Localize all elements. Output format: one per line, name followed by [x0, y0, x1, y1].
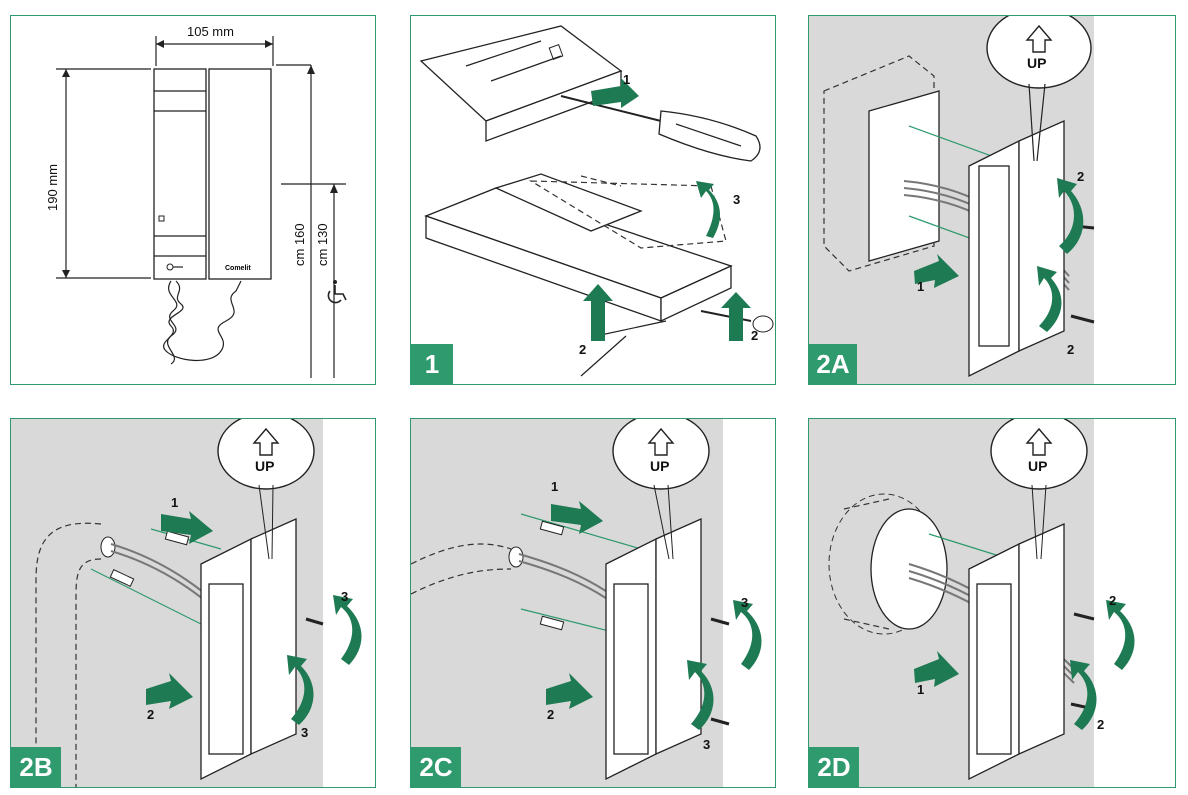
intercom-top-view: [419, 25, 623, 122]
brand-logo: Comelit: [225, 265, 251, 272]
panel-step-2a: UP 1 2 2 2A: [808, 15, 1176, 385]
step-arrow-1: [591, 78, 639, 108]
step-label: 2: [1097, 717, 1104, 732]
up-bubble: UP: [612, 419, 710, 560]
screw: [710, 717, 730, 726]
anchor: [109, 569, 135, 587]
step-2b-drawing: UP 1 2 3 3: [11, 419, 362, 787]
step-badge: 2C: [411, 747, 461, 787]
anchor: [164, 530, 190, 546]
step-label: 1: [551, 479, 558, 494]
wheelchair-icon: [327, 280, 347, 304]
up-arrow-icon: [1025, 24, 1053, 53]
step-label: 2: [1109, 593, 1116, 608]
up-label: UP: [255, 458, 274, 474]
step-label: 2: [547, 707, 554, 722]
up-label: UP: [1028, 458, 1047, 474]
step-arrow-2: [1106, 600, 1135, 670]
screw: [710, 617, 730, 626]
up-label: UP: [650, 458, 669, 474]
step-arrow-1: [914, 254, 959, 288]
step-arrow-1: [161, 511, 213, 544]
step-arrow-3: [287, 655, 314, 725]
step-arrow-1: [914, 651, 959, 687]
up-arrow-icon: [647, 427, 675, 456]
step-arrow-2: [1037, 266, 1062, 332]
step-label: 3: [703, 737, 710, 752]
up-label: UP: [1027, 55, 1046, 71]
anchor: [539, 520, 565, 536]
step-arrow-2: [1057, 178, 1084, 254]
step-label: 3: [301, 725, 308, 740]
step-2c-drawing: UP 1 2 3 3: [411, 419, 762, 787]
step-badge: 2B: [11, 747, 61, 787]
intercom-cover: [494, 173, 643, 232]
flush-box: [823, 55, 935, 272]
step-label: 1: [917, 279, 924, 294]
panel-step-2b: UP 1 2 3 3 2B: [10, 418, 376, 788]
panel-step-2d: UP 1 2 2 2D: [808, 418, 1176, 788]
panel-step-2c: UP 1 2 3 3 2C: [410, 418, 776, 788]
step-arrow-1: [551, 501, 603, 534]
round-box: [828, 493, 948, 635]
up-arrow-icon: [252, 427, 280, 456]
step-arrow-2b: [721, 292, 751, 341]
step-badge: 2A: [809, 344, 857, 384]
step-arrow-3: [733, 600, 762, 670]
step-badge: 2D: [809, 747, 859, 787]
step-arrow-2a: [583, 284, 613, 341]
step-label: 1: [171, 495, 178, 510]
step-1-drawing: 1 2 2 3: [419, 25, 774, 377]
up-arrow-icon: [1025, 427, 1053, 456]
screw: [1073, 612, 1095, 621]
conduit: [411, 543, 512, 565]
step-label: 2: [751, 328, 758, 343]
mount-160-label: cm 160: [292, 223, 307, 266]
panel-step-1: 1 2 2 3 1: [410, 15, 776, 385]
up-bubble: UP: [217, 419, 315, 560]
step-arrow-2: [546, 673, 593, 709]
step-arrow-2: [1070, 660, 1097, 730]
width-label: 105 mm: [187, 24, 234, 39]
mount-130-label: cm 130: [315, 223, 330, 266]
step-label: 3: [733, 192, 740, 207]
height-label: 190 mm: [45, 164, 60, 211]
step-2a-drawing: UP 1 2 2: [809, 16, 1095, 384]
step-arrow-3: [333, 595, 362, 665]
step-label: 2: [1077, 169, 1084, 184]
screw: [305, 617, 324, 626]
step-label: 2: [1067, 342, 1074, 357]
step-arrow-2: [146, 673, 193, 709]
step-2d-drawing: UP 1 2 2: [809, 419, 1135, 787]
step-label: 2: [579, 342, 586, 357]
step-arrow-3: [696, 181, 721, 238]
handset: [153, 68, 207, 280]
anchor: [539, 615, 565, 631]
step-label: 3: [741, 595, 748, 610]
step-label: 1: [917, 682, 924, 697]
step-label: 1: [623, 72, 630, 87]
screw: [1070, 314, 1095, 324]
base-unit: [208, 68, 272, 280]
coiled-cord: [163, 280, 242, 362]
step-badge: 1: [411, 344, 453, 384]
up-bubble: UP: [990, 419, 1088, 560]
step-label: 3: [341, 589, 348, 604]
panel-dimensions: 105 mm 190 mm Comelit cm 160 cm 130: [10, 15, 376, 385]
dimensions-drawing: 105 mm 190 mm Comelit cm 160 cm 130: [45, 24, 347, 378]
screwdriver: [560, 95, 761, 162]
up-bubble: UP: [986, 16, 1092, 162]
step-arrow-3: [687, 660, 714, 730]
step-label: 2: [147, 707, 154, 722]
